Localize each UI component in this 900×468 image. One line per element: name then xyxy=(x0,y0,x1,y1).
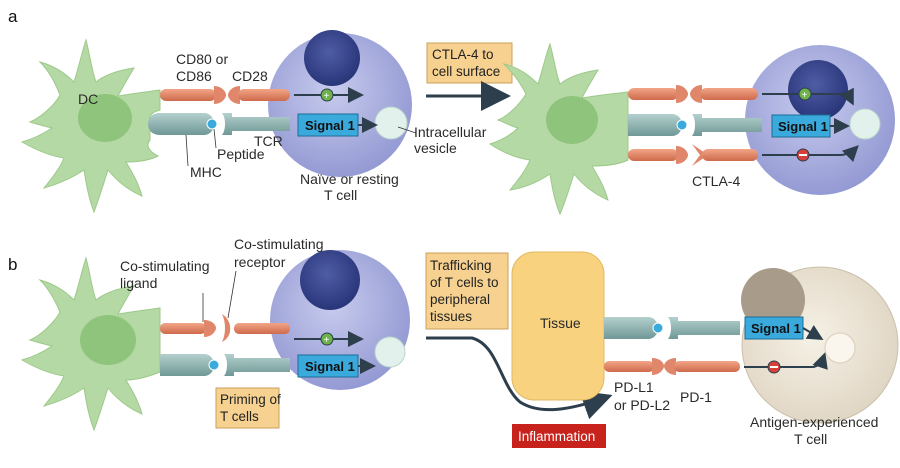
pdl-label-line1: PD-L1 xyxy=(614,379,654,395)
plus-icon xyxy=(798,87,812,101)
intracellular-vesicle xyxy=(374,106,408,140)
panel-label-b: b xyxy=(8,255,17,274)
experienced-label-line1: Antigen-experienced xyxy=(750,414,878,430)
dc-label: DC xyxy=(78,91,98,107)
svg-text:+: + xyxy=(324,335,330,346)
ligand-label-line1: Co-stimulating xyxy=(120,258,209,274)
panel-label-a: a xyxy=(8,7,18,26)
priming-line1: Priming of xyxy=(220,392,281,407)
ctla4-note-line2: cell surface xyxy=(432,64,500,79)
tcr-label: TCR xyxy=(254,133,283,149)
signal1-label-a-right: Signal 1 xyxy=(778,119,828,134)
signal1-label-a: Signal 1 xyxy=(305,118,355,133)
trafficking-line2: of T cells to xyxy=(430,275,499,290)
dc-nucleus xyxy=(78,94,132,142)
plus-icon xyxy=(320,332,334,346)
pdl1-pd1-receptor-pair xyxy=(604,358,740,375)
ctla4-note-box xyxy=(426,42,513,84)
tissue-label: Tissue xyxy=(540,315,581,331)
peptide-icon xyxy=(206,118,218,130)
svg-text:+: + xyxy=(324,91,330,102)
peptide-label: Peptide xyxy=(217,146,265,162)
mhc-tcr-complex xyxy=(148,113,290,135)
tcell-label-line1: Naïve or resting xyxy=(300,171,399,187)
vesicle-label-line2: vesicle xyxy=(414,140,457,156)
pdl-label-line2: or PD-L2 xyxy=(614,397,670,413)
ctla4-label: CTLA-4 xyxy=(692,173,740,189)
trafficking-line3: peripheral xyxy=(430,292,490,307)
cd80-label-line1: CD80 or xyxy=(176,51,228,67)
receptor-label-line1: Co-stimulating xyxy=(234,236,323,252)
naive-t-cell xyxy=(268,30,412,177)
cd28-label: CD28 xyxy=(232,68,268,84)
t-cell-nucleus xyxy=(304,30,360,86)
plus-icon xyxy=(320,88,334,102)
tcell-label-line2: T cell xyxy=(324,187,357,203)
vesicle-label-line1: Intracellular xyxy=(414,124,487,140)
signal1-label-b-right: Signal 1 xyxy=(751,321,801,336)
receptor-label-line2: receptor xyxy=(234,254,286,270)
trafficking-line4: tissues xyxy=(430,309,472,324)
mhc-tcr-complex-b xyxy=(160,354,290,376)
dendritic-cell-a xyxy=(20,38,161,214)
priming-line2: T cells xyxy=(220,409,259,424)
inflammation-badge xyxy=(512,424,606,448)
cd80-cd28-receptor-pair-right xyxy=(628,85,758,103)
ctla4-note-line1: CTLA-4 to xyxy=(432,47,494,62)
costim-ligand-receptor-pair xyxy=(160,314,290,342)
mhc-label: MHC xyxy=(190,164,222,180)
svg-text:+: + xyxy=(802,90,808,101)
ligand-label-line2: ligand xyxy=(120,275,157,291)
pd1-label: PD-1 xyxy=(680,389,712,405)
antigen-experienced-t-cell xyxy=(741,266,899,424)
cd80-cd28-receptor-pair xyxy=(160,86,290,104)
mhc-tcr-complex-tissue xyxy=(604,317,740,339)
mhc-tcr-complex-right xyxy=(628,114,762,136)
trafficking-line1: Trafficking xyxy=(430,258,492,273)
signal1-label-b: Signal 1 xyxy=(305,359,355,374)
inflammation-label: Inflammation xyxy=(518,429,595,444)
cd80-ctla4-receptor-pair xyxy=(628,144,758,166)
experienced-label-line2: T cell xyxy=(794,431,827,447)
dendritic-cell-b xyxy=(20,256,161,432)
trafficking-note-box xyxy=(425,252,509,330)
priming-note-box xyxy=(215,387,280,429)
cd80-label-line2: CD86 xyxy=(176,68,212,84)
trafficking-arrow xyxy=(426,336,613,420)
dendritic-cell-a-right xyxy=(488,42,629,216)
